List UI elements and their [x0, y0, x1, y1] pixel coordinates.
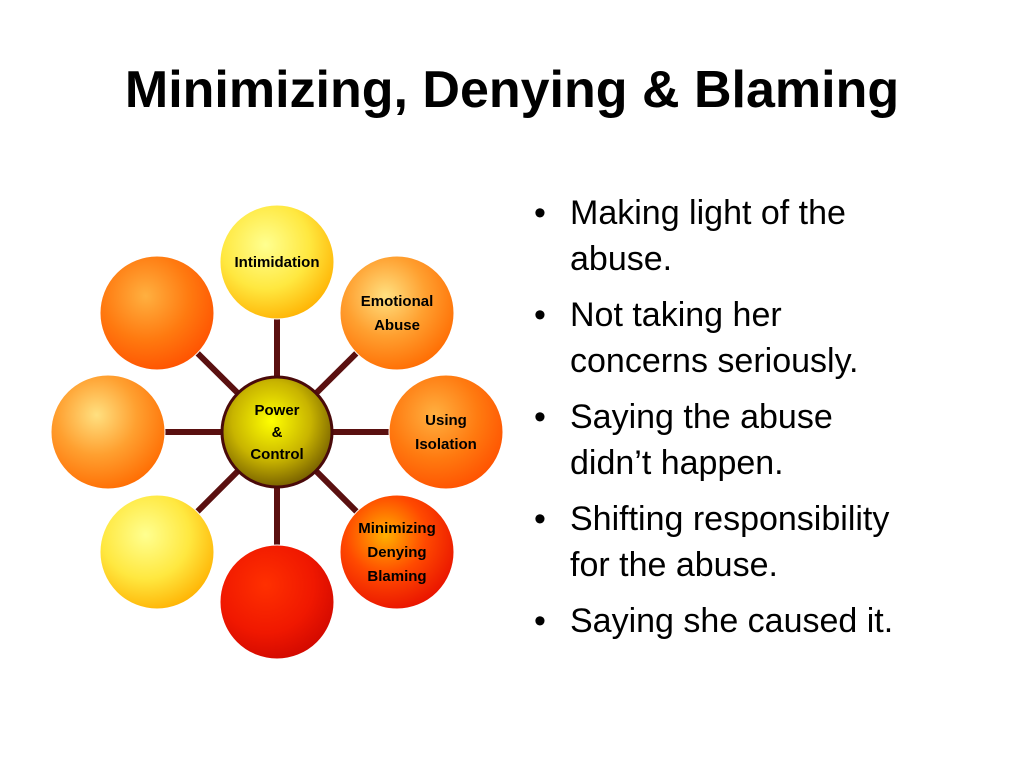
- node-label-minimizing-denying-blaming-line-1: Minimizing: [358, 520, 436, 537]
- hub-circle: [220, 375, 334, 489]
- bullet-marker: •: [534, 398, 546, 436]
- node-circle-blank-bottom: [219, 544, 335, 660]
- bullet-text-line: concerns seriously.: [570, 342, 859, 380]
- bullet-item: • Shifting responsibility for the abuse.: [532, 496, 992, 588]
- bullet-item: • Saying the abuse didn’t happen.: [532, 394, 992, 486]
- node-circle-intimidation: [219, 204, 335, 320]
- bullet-text-line: Shifting responsibility: [570, 500, 890, 538]
- slide-title: Minimizing, Denying & Blaming: [124, 61, 900, 119]
- node-circle-blank-upper-left: [99, 255, 215, 371]
- node-circle-using-isolation: [388, 374, 504, 490]
- bullet-text-line: Saying the abuse: [570, 398, 833, 436]
- wheel-node-blank-left: [50, 374, 166, 490]
- bullet-text-line: Making light of the: [570, 194, 846, 232]
- hub-label-line-3: Control: [250, 446, 303, 463]
- node-label-minimizing-denying-blaming-line-2: Denying: [367, 544, 426, 561]
- power-control-wheel: IntimidationEmotionalAbuseUsingIsolation…: [50, 204, 504, 660]
- bullet-marker: •: [534, 500, 546, 538]
- wheel-node-blank-upper-left: [99, 255, 215, 371]
- bullet-item: • Not taking her concerns seriously.: [532, 292, 992, 384]
- bullet-marker: •: [534, 602, 546, 640]
- bullet-text-line: Saying she caused it.: [570, 602, 894, 640]
- wheel-nodes: IntimidationEmotionalAbuseUsingIsolation…: [50, 204, 504, 660]
- node-circle-minimizing-denying-blaming: [339, 494, 455, 610]
- node-circle-emotional-abuse: [339, 255, 455, 371]
- node-label-using-isolation-line-2: Isolation: [415, 436, 477, 453]
- node-label-intimidation-line-1: Intimidation: [235, 254, 320, 271]
- node-label-emotional-abuse-line-2: Abuse: [374, 317, 420, 334]
- wheel-node-blank-bottom: [219, 544, 335, 660]
- bullet-item: • Making light of the abuse.: [532, 190, 992, 282]
- wheel-node-intimidation: Intimidation: [219, 204, 335, 320]
- node-label-using-isolation-line-1: Using: [425, 412, 467, 429]
- bullet-text-line: Not taking her: [570, 296, 782, 334]
- bullet-list: • Making light of the abuse. • Not taking he…: [532, 190, 992, 654]
- bullet-text-line: abuse.: [570, 240, 673, 278]
- bullet-text-line: for the abuse.: [570, 546, 778, 584]
- wheel-hub: Power & Control: [220, 375, 334, 489]
- node-circle-blank-left: [50, 374, 166, 490]
- node-label-minimizing-denying-blaming-line-3: Blaming: [367, 568, 426, 585]
- bullet-item: • Saying she caused it.: [532, 598, 992, 644]
- hub-label-line-1: Power: [254, 402, 299, 419]
- node-circle-blank-lower-left: [99, 494, 215, 610]
- hub-label-line-2: &: [272, 424, 283, 441]
- node-label-emotional-abuse-line-1: Emotional: [361, 293, 434, 310]
- bullet-marker: •: [534, 296, 546, 334]
- bullet-text-line: didn’t happen.: [570, 444, 784, 482]
- bullet-marker: •: [534, 194, 546, 232]
- wheel-node-blank-lower-left: [99, 494, 215, 610]
